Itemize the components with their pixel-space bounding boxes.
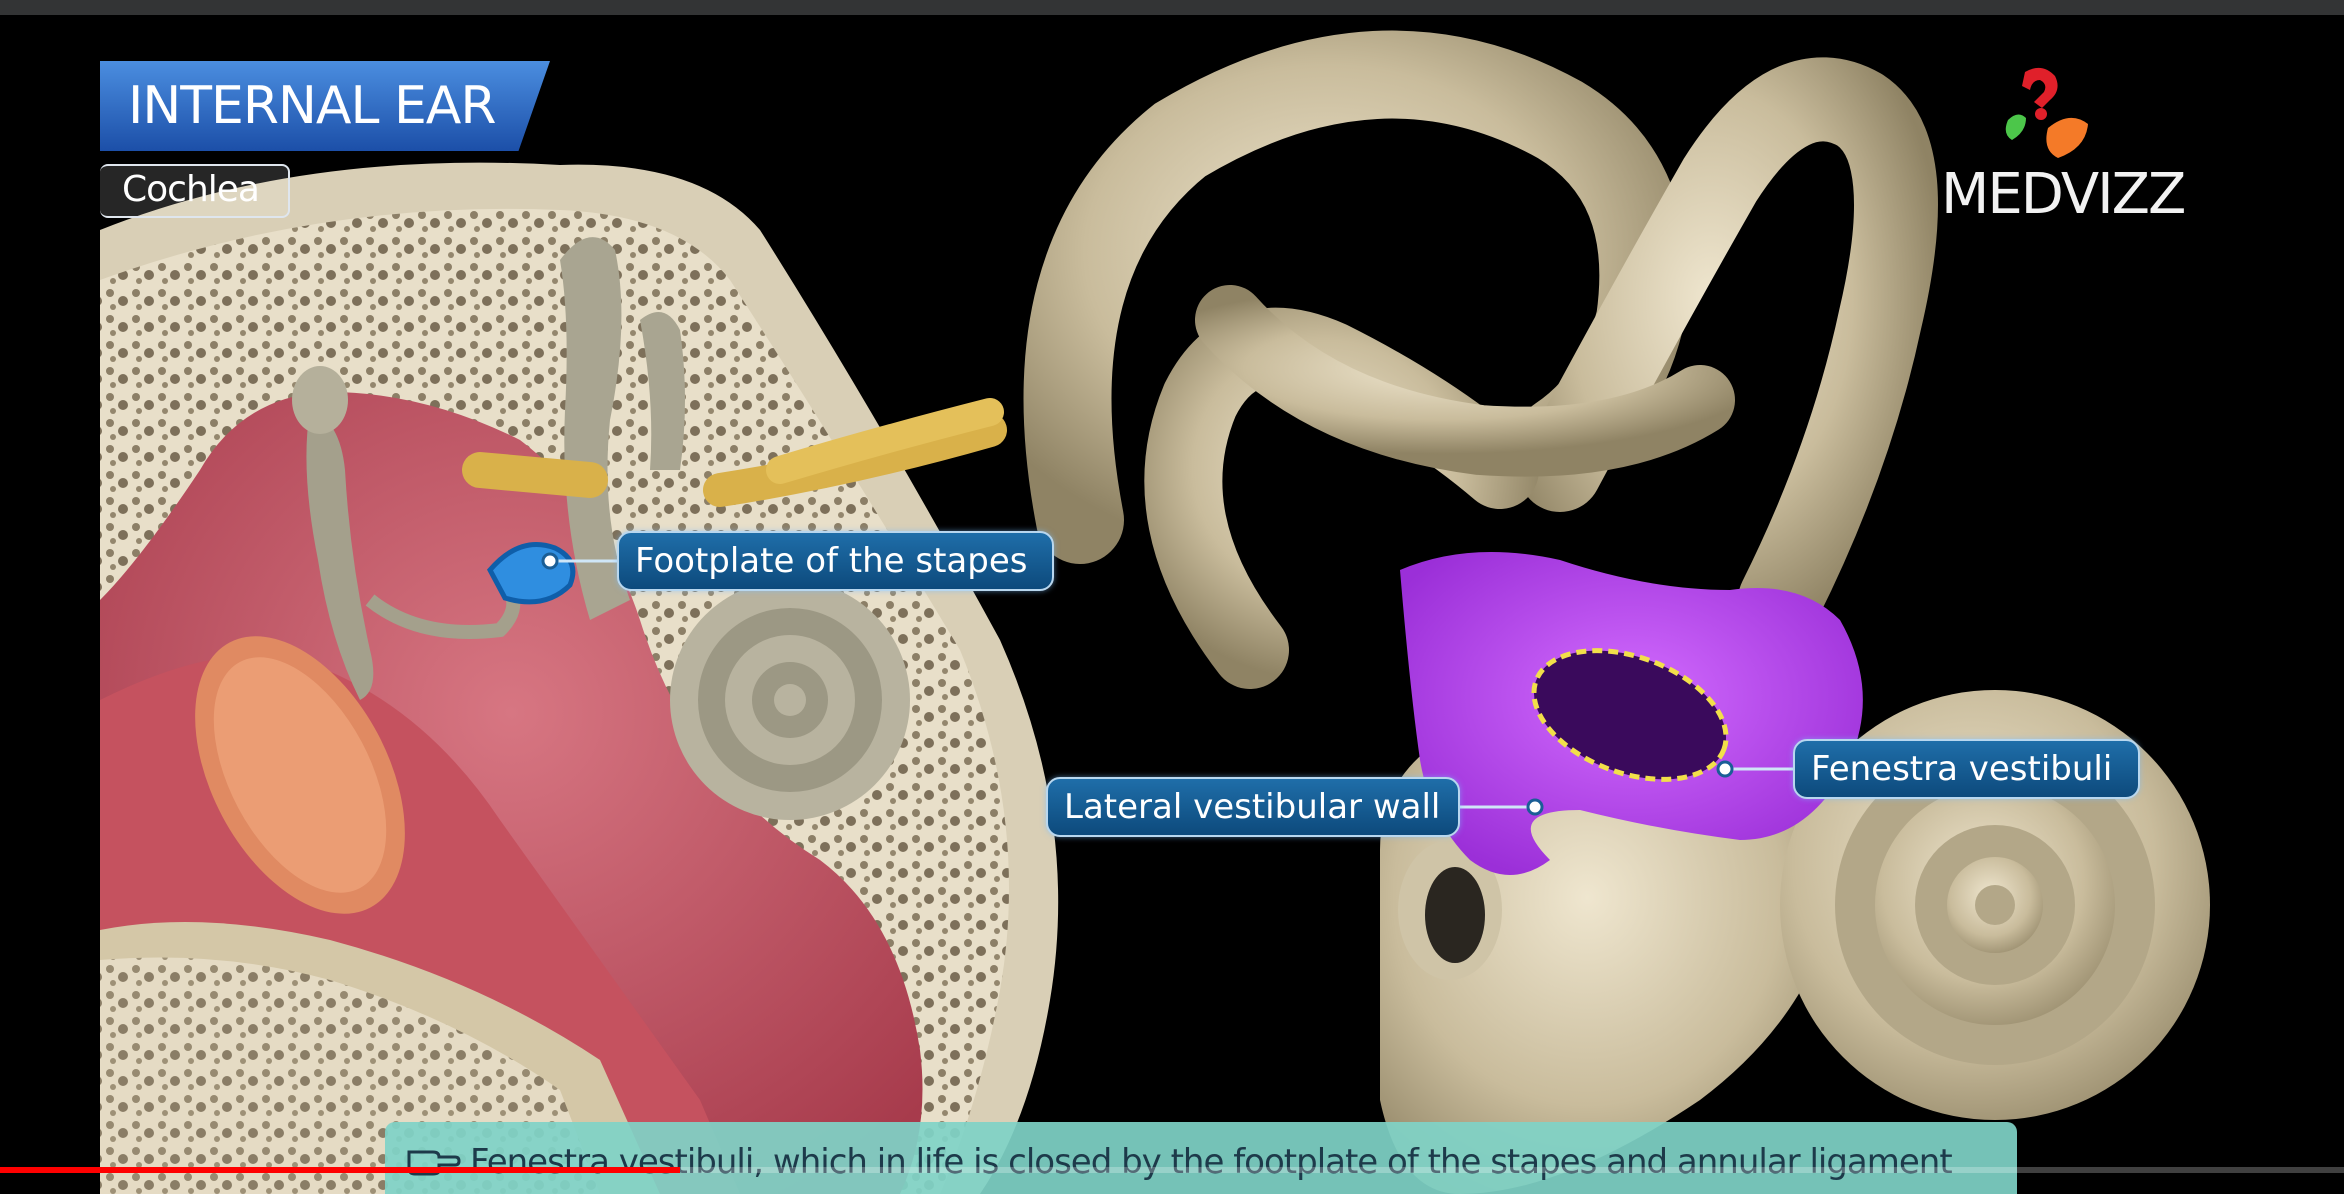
label-footplate-of-stapes: Footplate of the stapes xyxy=(617,531,1054,591)
caption-bar xyxy=(385,1122,2017,1194)
medvizz-logo-icon xyxy=(2005,67,2088,158)
progress-bar[interactable] xyxy=(0,1167,2344,1173)
video-subtitle: Cochlea xyxy=(122,169,260,210)
title-banner xyxy=(100,61,550,151)
pointing-hand-icon xyxy=(407,1150,461,1176)
brand-name: MEDVIZZ xyxy=(1941,162,2186,227)
player-top-bar xyxy=(0,0,2344,15)
video-title: INTERNAL EAR xyxy=(128,76,497,136)
temporal-bone-section xyxy=(100,162,1059,1194)
caption-text: Fenestra vestibuli, which in life is clo… xyxy=(470,1142,1953,1182)
label-fenestra-vestibuli: Fenestra vestibuli xyxy=(1793,739,2140,799)
label-lateral-vestibular-wall: Lateral vestibular wall xyxy=(1046,777,1460,837)
progress-fill xyxy=(0,1167,680,1173)
bony-labyrinth xyxy=(1023,30,2210,1194)
letterbox-left xyxy=(0,15,100,1194)
subtitle-box xyxy=(100,164,290,218)
